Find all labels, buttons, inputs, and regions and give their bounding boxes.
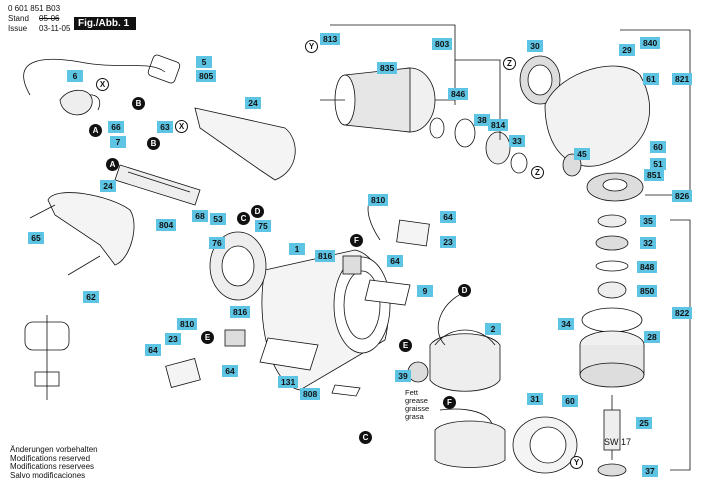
- issue-label: Issue: [8, 24, 28, 33]
- part-label: 53: [210, 213, 226, 225]
- grease-note: Fett grease graisse grasa: [405, 388, 430, 421]
- part-label: 60: [562, 395, 578, 407]
- part-label: 65: [28, 232, 44, 244]
- stand-label: Stand: [8, 14, 29, 23]
- part-label: 34: [558, 318, 574, 330]
- part-label: 64: [387, 255, 403, 267]
- gear-head: [544, 65, 651, 167]
- issue-date: 03-11-05: [39, 24, 71, 33]
- part-label: 76: [209, 237, 225, 249]
- part-label: 30: [527, 40, 543, 52]
- stand-date: 05-06: [39, 14, 60, 23]
- part-label: 60: [650, 141, 666, 153]
- part-label: 9: [417, 285, 433, 297]
- motor-housing: [261, 249, 391, 391]
- part-label: 835: [377, 62, 398, 74]
- part-label: 840: [640, 37, 661, 49]
- part-label: 61: [643, 73, 659, 85]
- part-label: 1: [289, 243, 305, 255]
- part-label: 808: [300, 388, 321, 400]
- part-label: 25: [636, 417, 652, 429]
- marker-x: X: [96, 78, 109, 91]
- marker-f: F: [443, 396, 456, 409]
- marker-z: Z: [503, 57, 516, 70]
- part-label: 23: [165, 333, 181, 345]
- part-label: 66: [108, 121, 124, 133]
- marker-y: Y: [305, 40, 318, 53]
- part-label: 29: [619, 44, 635, 56]
- part-label: 51: [650, 158, 666, 170]
- part-label: 826: [672, 190, 693, 202]
- part-label: 814: [488, 119, 509, 131]
- marker-b: B: [147, 137, 160, 150]
- marker-e: E: [399, 339, 412, 352]
- footer-note: Änderungen vorbehalten Modifications res…: [10, 445, 98, 480]
- marker-x: X: [175, 120, 188, 133]
- part-label: 822: [672, 307, 693, 319]
- part-label: 2: [485, 323, 501, 335]
- marker-e: E: [201, 331, 214, 344]
- power-cable: [23, 58, 166, 96]
- part-label: 850: [637, 285, 658, 297]
- part-label: 64: [222, 365, 238, 377]
- marker-d: D: [458, 284, 471, 297]
- part-label: 813: [320, 33, 341, 45]
- part-label: 7: [110, 136, 126, 148]
- marker-f: F: [350, 234, 363, 247]
- part-label: 810: [177, 318, 198, 330]
- part-label: 6: [67, 70, 83, 82]
- part-label: 131: [278, 376, 299, 388]
- part-label: 39: [395, 370, 411, 382]
- part-label: 24: [100, 180, 116, 192]
- part-label: 24: [245, 97, 261, 109]
- spanner-size: SW 17: [604, 437, 632, 447]
- marker-y: Y: [570, 456, 583, 469]
- marker-d: D: [251, 205, 264, 218]
- part-label: 846: [448, 88, 469, 100]
- part-label: 63: [157, 121, 173, 133]
- rear-handle-upper: [194, 107, 296, 181]
- part-label: 5: [196, 56, 212, 68]
- part-label: 33: [509, 135, 525, 147]
- figure-label: Fig./Abb. 1: [74, 17, 136, 30]
- part-label: 28: [644, 331, 660, 343]
- part-label: 803: [432, 38, 453, 50]
- part-label: 75: [255, 220, 271, 232]
- part-label: 37: [642, 465, 658, 477]
- part-label: 821: [672, 73, 693, 85]
- part-label: 38: [474, 114, 490, 126]
- part-label: 851: [644, 169, 665, 181]
- part-label: 32: [640, 237, 656, 249]
- marker-c: C: [359, 431, 372, 444]
- marker-c: C: [237, 212, 250, 225]
- part-label: 805: [196, 70, 217, 82]
- part-label: 45: [574, 148, 590, 160]
- marker-a: A: [89, 124, 102, 137]
- doc-number: 0 601 851 B03: [8, 4, 61, 13]
- part-label: 35: [640, 215, 656, 227]
- marker-b: B: [132, 97, 145, 110]
- part-label: 23: [440, 236, 456, 248]
- part-label: 810: [368, 194, 389, 206]
- part-label: 62: [83, 291, 99, 303]
- marker-z: Z: [531, 166, 544, 179]
- part-label: 816: [230, 306, 251, 318]
- part-label: 816: [315, 250, 336, 262]
- plug: [147, 54, 181, 84]
- part-label: 64: [440, 211, 456, 223]
- rear-handle-lower: [47, 192, 135, 266]
- marker-a: A: [106, 158, 119, 171]
- armature: [320, 67, 455, 133]
- part-label: 31: [527, 393, 543, 405]
- part-label: 64: [145, 344, 161, 356]
- part-label: 848: [637, 261, 658, 273]
- part-label: 68: [192, 210, 208, 222]
- part-label: 804: [156, 219, 177, 231]
